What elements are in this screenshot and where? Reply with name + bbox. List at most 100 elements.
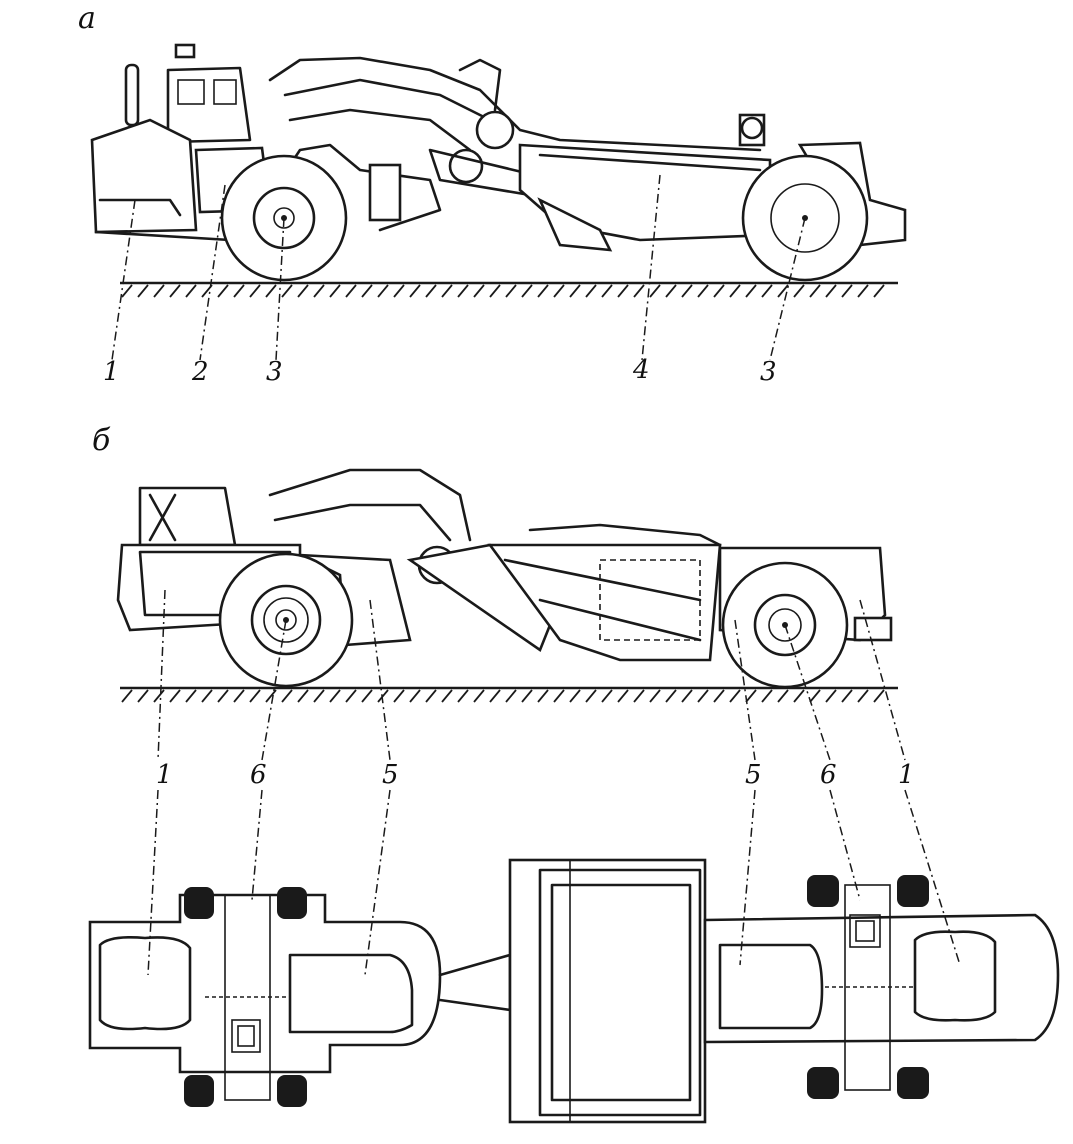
hatch-stroke [233,284,245,298]
hatch-stroke [729,284,741,298]
hatch-stroke [761,284,773,298]
hatch-stroke [425,284,437,298]
hatch-stroke [361,284,373,298]
hatch-stroke [297,284,309,298]
panel-b-label: б [92,423,111,458]
callout-a-2: 2 [191,357,209,387]
hatch-stroke [649,689,661,703]
hatch-stroke [825,284,837,298]
hatch-stroke [585,689,597,703]
callout-b-5-rear: 5 [745,760,762,790]
leaders-a [111,174,806,361]
hatch-stroke [585,284,597,298]
hatch-stroke [329,284,341,298]
leaders-b [157,589,906,761]
hatch-stroke [553,689,565,703]
hatch-stroke [505,284,517,298]
hatch-stroke [473,689,485,703]
hatch-stroke [553,284,565,298]
hatch-stroke [457,284,469,298]
hatch-stroke [873,284,885,298]
hatch-stroke [617,284,629,298]
tractor-a [90,43,442,282]
hatch-stroke [281,689,293,703]
hatch-stroke [121,689,133,703]
hatch-stroke [489,284,501,298]
hatch-stroke [825,689,837,703]
hatch-stroke [313,689,325,703]
hatch-stroke [137,689,149,703]
callout-b-6-rear: 6 [820,760,837,790]
hatch-stroke [729,689,741,703]
hatch-stroke [265,689,277,703]
plan-rear-frame [703,913,1060,1044]
hatch-stroke [537,689,549,703]
plan-hitch-neck [438,953,512,1012]
hatch-stroke [457,689,469,703]
hatch-stroke [185,284,197,298]
hatch-stroke [665,284,677,298]
hatch-stroke [297,689,309,703]
callout-a-3: 3 [266,357,283,387]
plan-rear-tires [807,875,929,1099]
hatch-stroke [793,284,805,298]
plan-front-tires [184,887,307,1107]
hatch-stroke [649,284,661,298]
hatch-stroke [345,689,357,703]
hatch-stroke [265,284,277,298]
hatch-stroke [521,689,533,703]
plan-bowl [508,858,707,1124]
hatch-stroke [601,284,613,298]
panel-a-label: а [78,1,96,36]
hatch-stroke [713,689,725,703]
hatch-stroke [761,689,773,703]
hatch-stroke [697,284,709,298]
hatch-stroke [153,689,165,703]
callout-b-6-front: 6 [250,760,267,790]
hatch-stroke [425,689,437,703]
hatch-stroke [489,689,501,703]
callout-b-1-front: 1 [156,760,173,790]
hatch-stroke [633,689,645,703]
callout-a-3-rear: 3 [760,357,777,387]
hatch-stroke [233,689,245,703]
ground-hatching-a [121,284,885,298]
hatch-stroke [809,284,821,298]
rear-unit-b [718,546,893,689]
hatch-stroke [777,284,789,298]
hatch-stroke [873,689,885,703]
scraper-bowl-b [487,523,722,662]
hatch-stroke [409,284,421,298]
hatch-stroke [329,689,341,703]
hatch-stroke [569,284,581,298]
hatch-stroke [713,284,725,298]
panel-a: а [78,1,907,387]
plan-front-frame [88,893,442,1074]
hatch-stroke [809,689,821,703]
hatch-stroke [281,284,293,298]
hatch-stroke [185,689,197,703]
hatch-stroke [537,284,549,298]
hatch-stroke [377,284,389,298]
hatch-stroke [409,689,421,703]
hatch-stroke [521,284,533,298]
hatch-stroke [473,284,485,298]
callout-b-1-rear: 1 [898,760,915,790]
hatch-stroke [313,284,325,298]
hatch-stroke [217,284,229,298]
gooseneck-a [268,56,762,217]
hatch-stroke [633,284,645,298]
hatch-stroke [841,689,853,703]
hatch-stroke [137,284,149,298]
hatch-stroke [841,284,853,298]
hatch-stroke [345,284,357,298]
hatch-stroke [121,284,133,298]
hatch-stroke [169,284,181,298]
panel-b: б [92,423,915,790]
scraper-bowl-a [518,113,772,252]
hatch-stroke [777,689,789,703]
ground-hatching-b [121,689,885,703]
hatch-stroke [441,284,453,298]
hatch-stroke [601,689,613,703]
